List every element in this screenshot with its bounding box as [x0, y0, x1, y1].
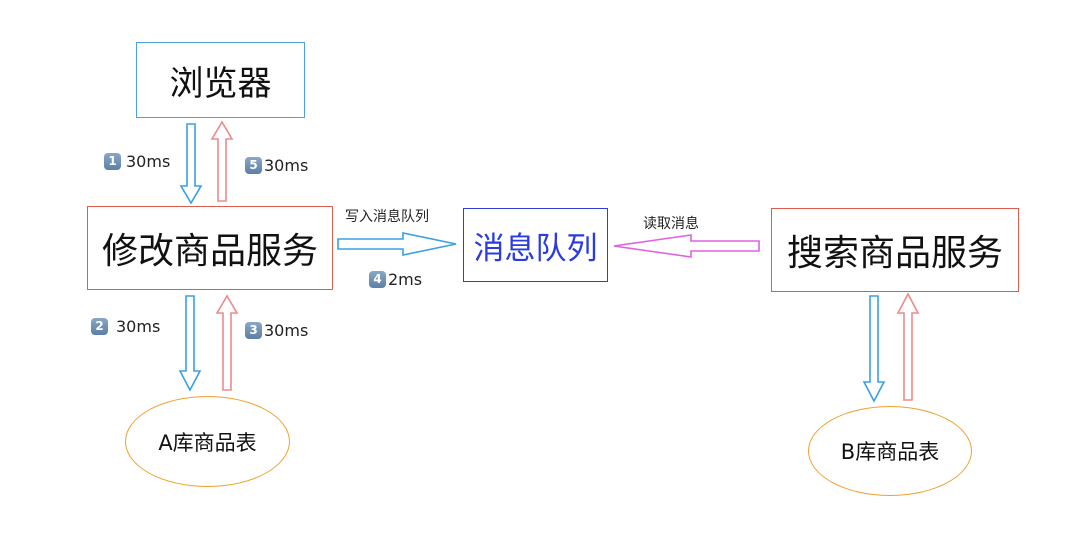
message-queue-node: 消息队列 [463, 208, 608, 282]
step3-badge: 3 [245, 322, 262, 339]
write-queue-text: 写入消息队列 [345, 209, 429, 225]
arrow-dbA-to-modify [215, 294, 239, 391]
db-a-node: A库商品表 [125, 396, 290, 487]
search-service-node: 搜索商品服务 [771, 208, 1019, 292]
db-b-label: B库商品表 [840, 440, 940, 464]
step1-text: 30ms [126, 152, 171, 171]
search-service-label: 搜索商品服务 [786, 233, 1003, 274]
arrow-modify-to-browser [210, 120, 234, 202]
step5-badge: 5 [245, 157, 262, 174]
step3-label: 3 30ms [245, 321, 308, 340]
step2-label: 2 30ms [91, 317, 160, 336]
step2-badge: 2 [91, 318, 108, 335]
read-message-label: 读取消息 [643, 213, 699, 233]
step4-text: 2ms [388, 270, 423, 289]
db-a-label: A库商品表 [158, 430, 257, 455]
db-b-node: B库商品表 [808, 406, 972, 496]
step1-badge: 1 [104, 153, 121, 170]
step1-label: 1 30ms [104, 152, 170, 171]
modify-service-node: 修改商品服务 [87, 206, 333, 290]
step5-text: 30ms [264, 156, 309, 175]
arrow-browser-to-modify [179, 123, 203, 205]
step3-text: 30ms [264, 321, 309, 340]
browser-label: 浏览器 [169, 63, 272, 104]
step5-label: 5 30ms [245, 156, 308, 175]
arrow-search-to-dbB [862, 295, 886, 403]
arrow-dbB-to-search [896, 292, 920, 401]
modify-service-label: 修改商品服务 [101, 231, 318, 272]
step4-badge: 4 [369, 271, 386, 288]
browser-node: 浏览器 [136, 42, 305, 118]
step2-text: 30ms [116, 317, 161, 336]
read-message-text: 读取消息 [643, 216, 699, 232]
arrow-modify-to-dbA [178, 295, 202, 392]
arrow-search-to-mq [613, 234, 760, 258]
write-queue-label: 写入消息队列 [345, 206, 429, 226]
message-queue-label: 消息队列 [473, 230, 598, 267]
arrow-modify-to-mq [337, 232, 457, 256]
step4-label: 4 2ms [369, 270, 422, 289]
